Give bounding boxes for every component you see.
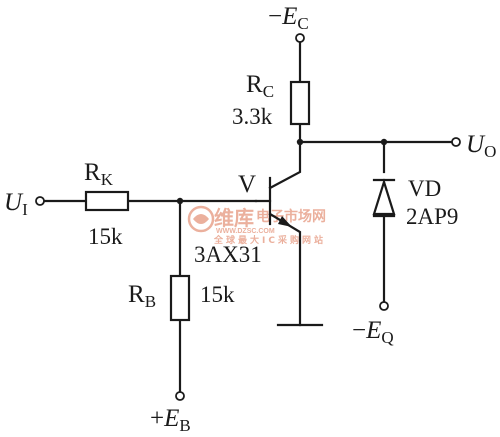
terminal-eq — [379, 301, 389, 311]
watermark-slogan: 全球最大IC采购网站 — [213, 234, 326, 246]
diode-vd — [372, 178, 396, 218]
label-diode: VD — [408, 176, 441, 201]
terminal-ec — [295, 33, 305, 43]
transistor-v — [254, 176, 292, 227]
resistor-rk — [84, 190, 130, 212]
label-rk-value: 15k — [88, 224, 123, 249]
label-output: UO — [466, 131, 496, 161]
watermark-logo-icon — [187, 205, 215, 233]
label-transistor: V — [238, 171, 256, 198]
resistor-rb — [169, 274, 191, 322]
emitter-arrow-icon — [278, 216, 292, 227]
resistor-rc — [289, 80, 311, 126]
label-input: UI — [4, 189, 28, 219]
label-rc-value: 3.3k — [232, 104, 273, 129]
terminal-eb — [175, 391, 185, 401]
label-rc: RC — [246, 71, 274, 101]
label-rb: RB — [128, 281, 156, 311]
label-ec: −EC — [268, 3, 309, 33]
label-rk: RK — [84, 159, 114, 189]
label-transistor-part: 3AX31 — [194, 242, 262, 267]
watermark: 维库 电子市场网 WWW.DZSC.COM 全球最大IC采购网站 — [187, 205, 326, 246]
junction-diode — [380, 138, 388, 146]
label-eq: −EQ — [352, 317, 394, 347]
wire-collector-to-transistor — [268, 140, 302, 190]
label-eb: +EB — [150, 405, 191, 435]
label-diode-part: 2AP9 — [406, 204, 458, 229]
terminal-output — [451, 137, 461, 147]
watermark-brand: 维库 — [214, 206, 254, 230]
watermark-url: WWW.DZSC.COM — [216, 228, 275, 235]
terminal-input — [35, 196, 45, 206]
junction-base — [176, 197, 184, 205]
junction-collector — [296, 138, 304, 146]
label-rb-value: 15k — [200, 282, 235, 307]
watermark-site: 电子市场网 — [256, 208, 326, 225]
